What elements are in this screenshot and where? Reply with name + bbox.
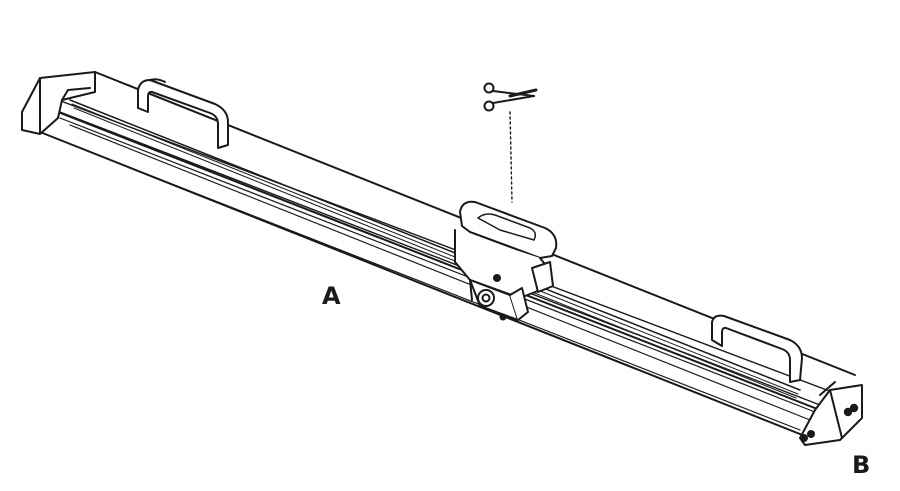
label-b: B — [852, 451, 871, 479]
right-end-cap — [799, 381, 863, 446]
trimmer-base — [39, 71, 856, 441]
cut-guide-line — [509, 111, 513, 203]
left-carry-handle — [137, 78, 229, 149]
cutting-head — [454, 200, 558, 321]
cutting-track — [69, 99, 801, 399]
right-carry-handle — [711, 314, 803, 383]
scissors-icon — [483, 82, 538, 112]
label-a: A — [322, 282, 341, 310]
left-end-cap — [21, 71, 96, 135]
